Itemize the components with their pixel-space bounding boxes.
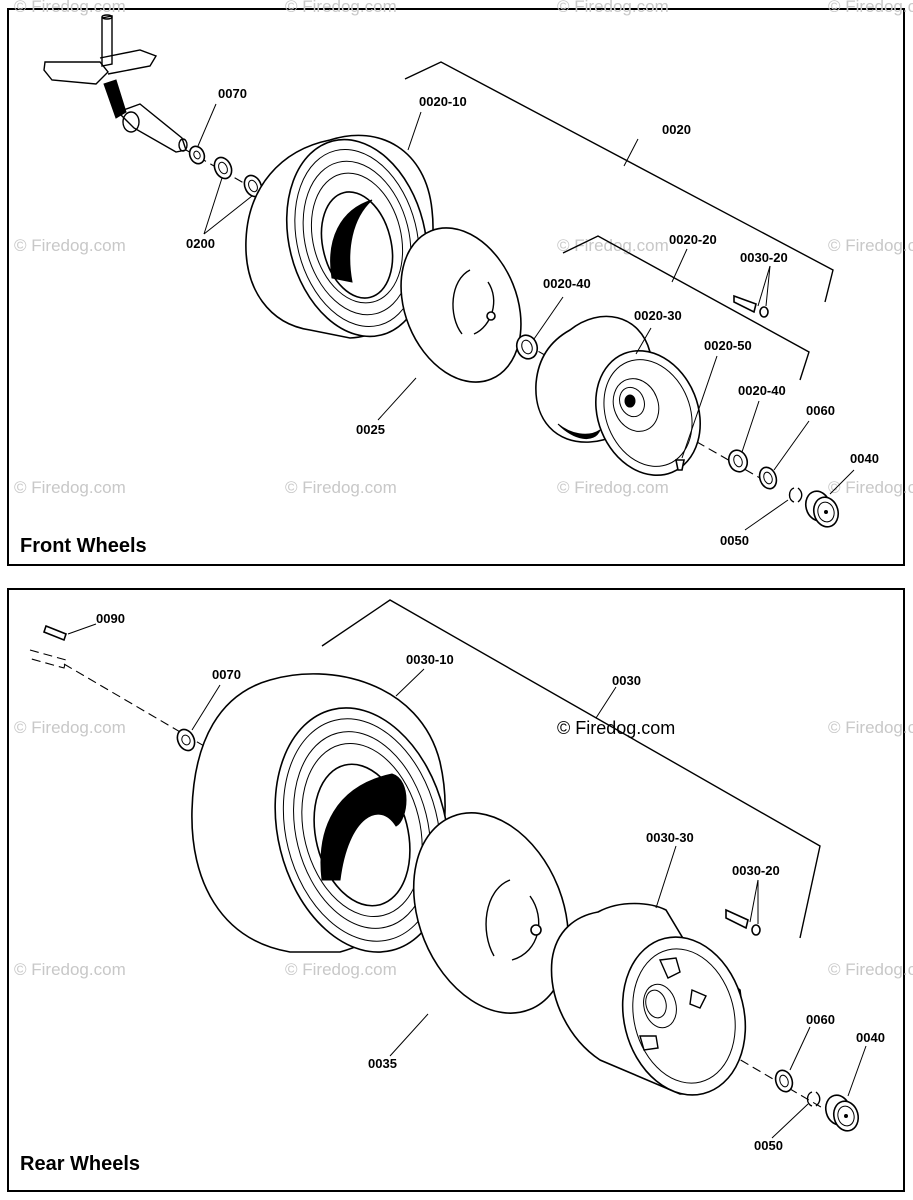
watermark: © Firedog.com xyxy=(285,960,397,979)
clip-0050-rear xyxy=(806,1091,821,1107)
spindle-axle xyxy=(43,14,188,153)
clip-0050-front xyxy=(788,487,803,503)
front-tire xyxy=(245,134,434,339)
label-0020-30: 0020-30 xyxy=(634,308,682,323)
watermark-center: © Firedog.com xyxy=(557,718,675,738)
label-0030-10: 0030-10 xyxy=(406,652,454,667)
front-wheels-title: Front Wheels xyxy=(20,535,147,557)
label-0090: 0090 xyxy=(96,611,125,626)
watermark: © Firedog.com xyxy=(557,0,669,16)
watermark: © Firedog.com xyxy=(828,478,913,497)
label-0020-40: 0020-40 xyxy=(738,383,786,398)
leaders-front xyxy=(197,103,855,531)
rear-rim xyxy=(550,902,747,1096)
inner-tube-0025 xyxy=(400,227,522,383)
cap-0040-front xyxy=(804,490,840,528)
label-0020-20: 0020-20 xyxy=(669,232,717,247)
bearing-0200 xyxy=(213,156,263,198)
bracket-0020 xyxy=(404,61,834,303)
label-0050: 0050 xyxy=(754,1138,783,1153)
grease-fitting-0020-50 xyxy=(675,459,685,471)
watermark: © Firedog.com xyxy=(828,0,913,16)
label-0035: 0035 xyxy=(368,1056,397,1071)
bracket-0030 xyxy=(321,599,821,939)
watermark: © Firedog.com xyxy=(14,718,126,737)
watermark: © Firedog.com xyxy=(557,478,669,497)
label-0030-30: 0030-30 xyxy=(646,830,694,845)
bearing-0020-40-right xyxy=(727,449,749,473)
watermark: © Firedog.com xyxy=(828,718,913,737)
labels-front: 0070 0020-10 0020 0200 0020-20 0030-20 0… xyxy=(20,86,879,557)
bearing-0020-40-left xyxy=(515,334,539,360)
watermark: © Firedog.com xyxy=(14,478,126,497)
watermark: © Firedog.com xyxy=(557,236,669,255)
watermark: © Firedog.com xyxy=(828,960,913,979)
watermark: © Firedog.com xyxy=(14,236,126,255)
label-0060: 0060 xyxy=(806,403,835,418)
cap-0040-rear xyxy=(824,1094,860,1132)
label-0030: 0030 xyxy=(612,673,641,688)
front-rim-halves xyxy=(535,315,701,477)
label-0030-20: 0030-20 xyxy=(732,863,780,878)
label-0200: 0200 xyxy=(186,236,215,251)
label-0070: 0070 xyxy=(212,667,241,682)
label-0040: 0040 xyxy=(856,1030,885,1045)
washer-0060-front xyxy=(758,466,778,490)
rear-wheels-title: Rear Wheels xyxy=(20,1153,140,1175)
bracket-0020-20 xyxy=(562,235,810,381)
watermark: © Firedog.com xyxy=(285,478,397,497)
washer-0070 xyxy=(188,145,206,165)
valve-stem-rear xyxy=(725,908,761,936)
label-0050: 0050 xyxy=(720,533,749,548)
watermark: © Firedog.com xyxy=(14,0,126,16)
rear-tire xyxy=(191,673,450,953)
label-0025: 0025 xyxy=(356,422,385,437)
label-0070: 0070 xyxy=(218,86,247,101)
valve-stem-front xyxy=(733,294,769,318)
key-0090 xyxy=(27,624,67,669)
label-0020-10: 0020-10 xyxy=(419,94,467,109)
label-0040: 0040 xyxy=(850,451,879,466)
watermark: © Firedog.com xyxy=(828,236,913,255)
label-0060: 0060 xyxy=(806,1012,835,1027)
inner-tube-0035 xyxy=(412,812,570,1014)
label-0020-50: 0020-50 xyxy=(704,338,752,353)
label-0030-20: 0030-20 xyxy=(740,250,788,265)
washer-0060-rear xyxy=(774,1069,794,1093)
label-0020: 0020 xyxy=(662,122,691,137)
labels-rear: 0090 0070 0030-10 0030 0030-30 0030-20 0… xyxy=(20,611,885,1175)
washer-0070-rear xyxy=(176,728,196,752)
watermark: © Firedog.com xyxy=(14,960,126,979)
leaders-rear xyxy=(67,623,867,1139)
watermark: © Firedog.com xyxy=(285,0,397,16)
label-0020-40: 0020-40 xyxy=(543,276,591,291)
